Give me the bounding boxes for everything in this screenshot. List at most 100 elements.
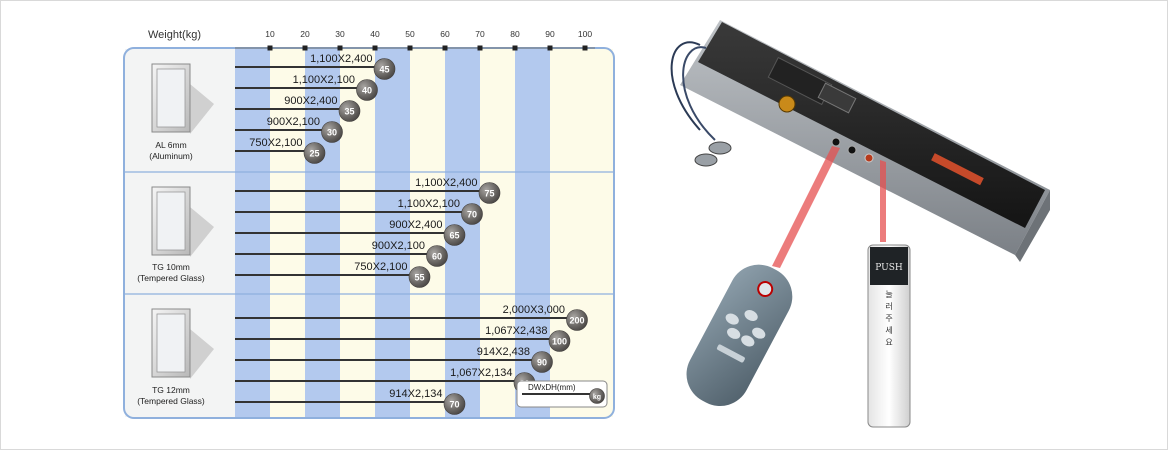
weight-badge [338,100,361,122]
bar-label: 2,000X3,000 [503,304,565,316]
weight-badge-value: 200 [569,316,584,326]
bar-line [235,150,323,152]
tick-label: 90 [545,29,555,39]
bar-label: 900X2,100 [267,116,320,128]
tick-mark [442,45,448,51]
door-shadow [190,84,214,134]
tick-mark [582,45,588,51]
bar-line [235,317,585,319]
weight-badge-value: 70 [449,400,459,410]
weight-badge [443,393,466,415]
weight-badge [426,245,448,267]
bar-label: 900X2,400 [389,219,442,231]
door-group: TG 12mm(Tempered Glass)2,000X3,0002001,0… [125,293,613,415]
tick-label: 60 [440,29,450,39]
bar-line [235,190,498,192]
legend-line [522,393,592,395]
weight-badge [303,142,326,164]
bar-label: 914X2,438 [477,346,530,358]
bar-line [235,87,375,89]
door-glass [156,313,186,373]
tick-label: 70 [475,29,485,39]
weight-badge [478,182,501,204]
door-shadow [190,207,214,257]
tick-mark [372,45,378,51]
weight-badge-value: 45 [379,65,389,75]
weight-badge [408,266,431,288]
weight-badge [566,309,588,331]
tick-label: 30 [335,29,345,39]
tick-mark [302,45,308,51]
door-group: TG 10mm(Tempered Glass)1,100X2,400751,10… [125,171,613,288]
weight-badge-value: 55 [414,273,424,283]
column-band [585,49,613,417]
door-glass [156,68,186,128]
weight-badge [373,58,396,80]
door-shadow [190,329,214,379]
bar-label: 1,067X2,134 [450,367,512,379]
bar-label: 1,100X2,400 [310,53,372,65]
weight-badge-value: 25 [309,149,319,159]
weight-badge-value: 100 [552,337,567,347]
tick-mark [337,45,343,51]
tick-label: 50 [405,29,415,39]
column-band [550,49,585,417]
column-band [480,49,515,417]
bar-label: 750X2,100 [354,261,407,273]
weight-badge [321,121,343,143]
weight-badge [443,224,466,246]
tick-label: 80 [510,29,520,39]
door-groups: AL 6mm(Aluminum)1,100X2,400451,100X2,100… [125,53,613,415]
weight-badge-value: 65 [449,231,459,241]
ir-beam-push [880,160,886,242]
bar-line [235,274,428,276]
weight-badge [548,330,571,352]
bar-label: 1,067X2,438 [485,325,547,337]
axis-title: Weight(kg) [148,29,201,41]
remote-control [686,264,793,407]
tick-label: 40 [370,29,380,39]
bar-line [235,380,533,382]
bar-line [235,338,568,340]
bar-line [235,253,445,255]
door-glass [156,191,186,251]
bar-label: 900X2,100 [372,240,425,252]
group-label-type: (Tempered Glass) [137,273,205,283]
weight-badge-value: 60 [432,252,442,262]
bar-label: 914X2,134 [389,388,442,400]
legend-badge [589,388,605,404]
bar-line [235,108,358,110]
weight-badge-value: 75 [484,189,494,199]
tick-mark [512,45,518,51]
weight-badge-value: 70 [467,210,477,220]
group-label-material: TG 10mm [152,262,190,272]
weight-badge-value: 40 [362,86,372,96]
bar-line [235,129,340,131]
push-text: 눌러주세요 [885,290,894,350]
ir-beam-remote [772,146,840,268]
bar-line [235,359,550,361]
bar-label: 1,100X2,100 [293,74,355,86]
tick-mark [477,45,483,51]
weight-badge-value: 35 [344,107,354,117]
bar-line [235,401,463,403]
bar-line [235,211,480,213]
tick-mark [267,45,273,51]
bar-line [235,66,393,68]
door-group: AL 6mm(Aluminum)1,100X2,400451,100X2,100… [149,53,396,164]
weight-badge-value: 30 [327,128,337,138]
bar-label: 750X2,100 [249,137,302,149]
legend: DWxDH(mm) kg [516,380,608,408]
legend-badge-text: kg [593,394,601,401]
bar-line [235,232,463,234]
weight-badge [531,351,553,373]
push-label: PUSH [875,263,903,273]
legend-text: DWxDH(mm) [528,383,576,392]
tick-label: 10 [265,29,275,39]
group-label-type: (Tempered Glass) [137,396,205,406]
tick-mark [547,45,553,51]
bar-label: 900X2,400 [284,95,337,107]
bar-label: 1,100X2,400 [415,177,477,189]
